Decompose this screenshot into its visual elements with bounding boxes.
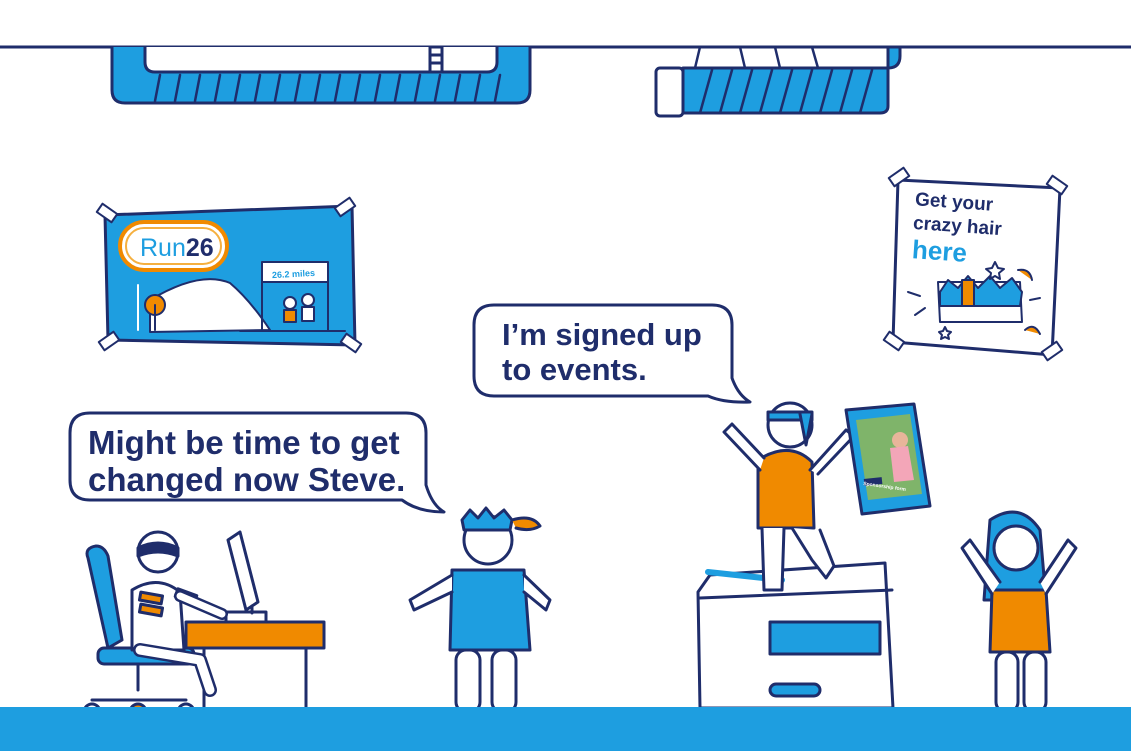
run26-poster [95,196,363,354]
run26-brand: Run [140,234,186,262]
ceiling-duct-right [654,45,902,118]
sponsorship-form [844,402,932,516]
person-right [960,510,1078,714]
run26-logo: Run26 [140,234,214,263]
speech-left-line1: Might be time to get [88,424,400,461]
hair-poster-line3: here [911,234,968,268]
person-middle [408,506,552,714]
speech-text-right: I’m signed up to events. [502,317,702,387]
speech-right-line2: to events. [502,351,647,387]
speech-right-line1: I’m signed up [502,317,702,352]
person-on-cabinet [722,401,856,592]
speech-left-line2: changed now Steve. [88,460,406,498]
ceiling-duct-left [110,45,532,105]
speech-bubble-right [472,303,752,404]
speech-bubble-left [68,411,446,514]
floor [0,707,1131,751]
speech-text-left: Might be time to get changed now Steve. [88,424,406,499]
desk [184,530,326,729]
person-steve [130,530,228,697]
crazy-hair-poster [882,166,1069,362]
run26-number: 26 [185,234,214,262]
filing-cabinet [696,561,895,722]
